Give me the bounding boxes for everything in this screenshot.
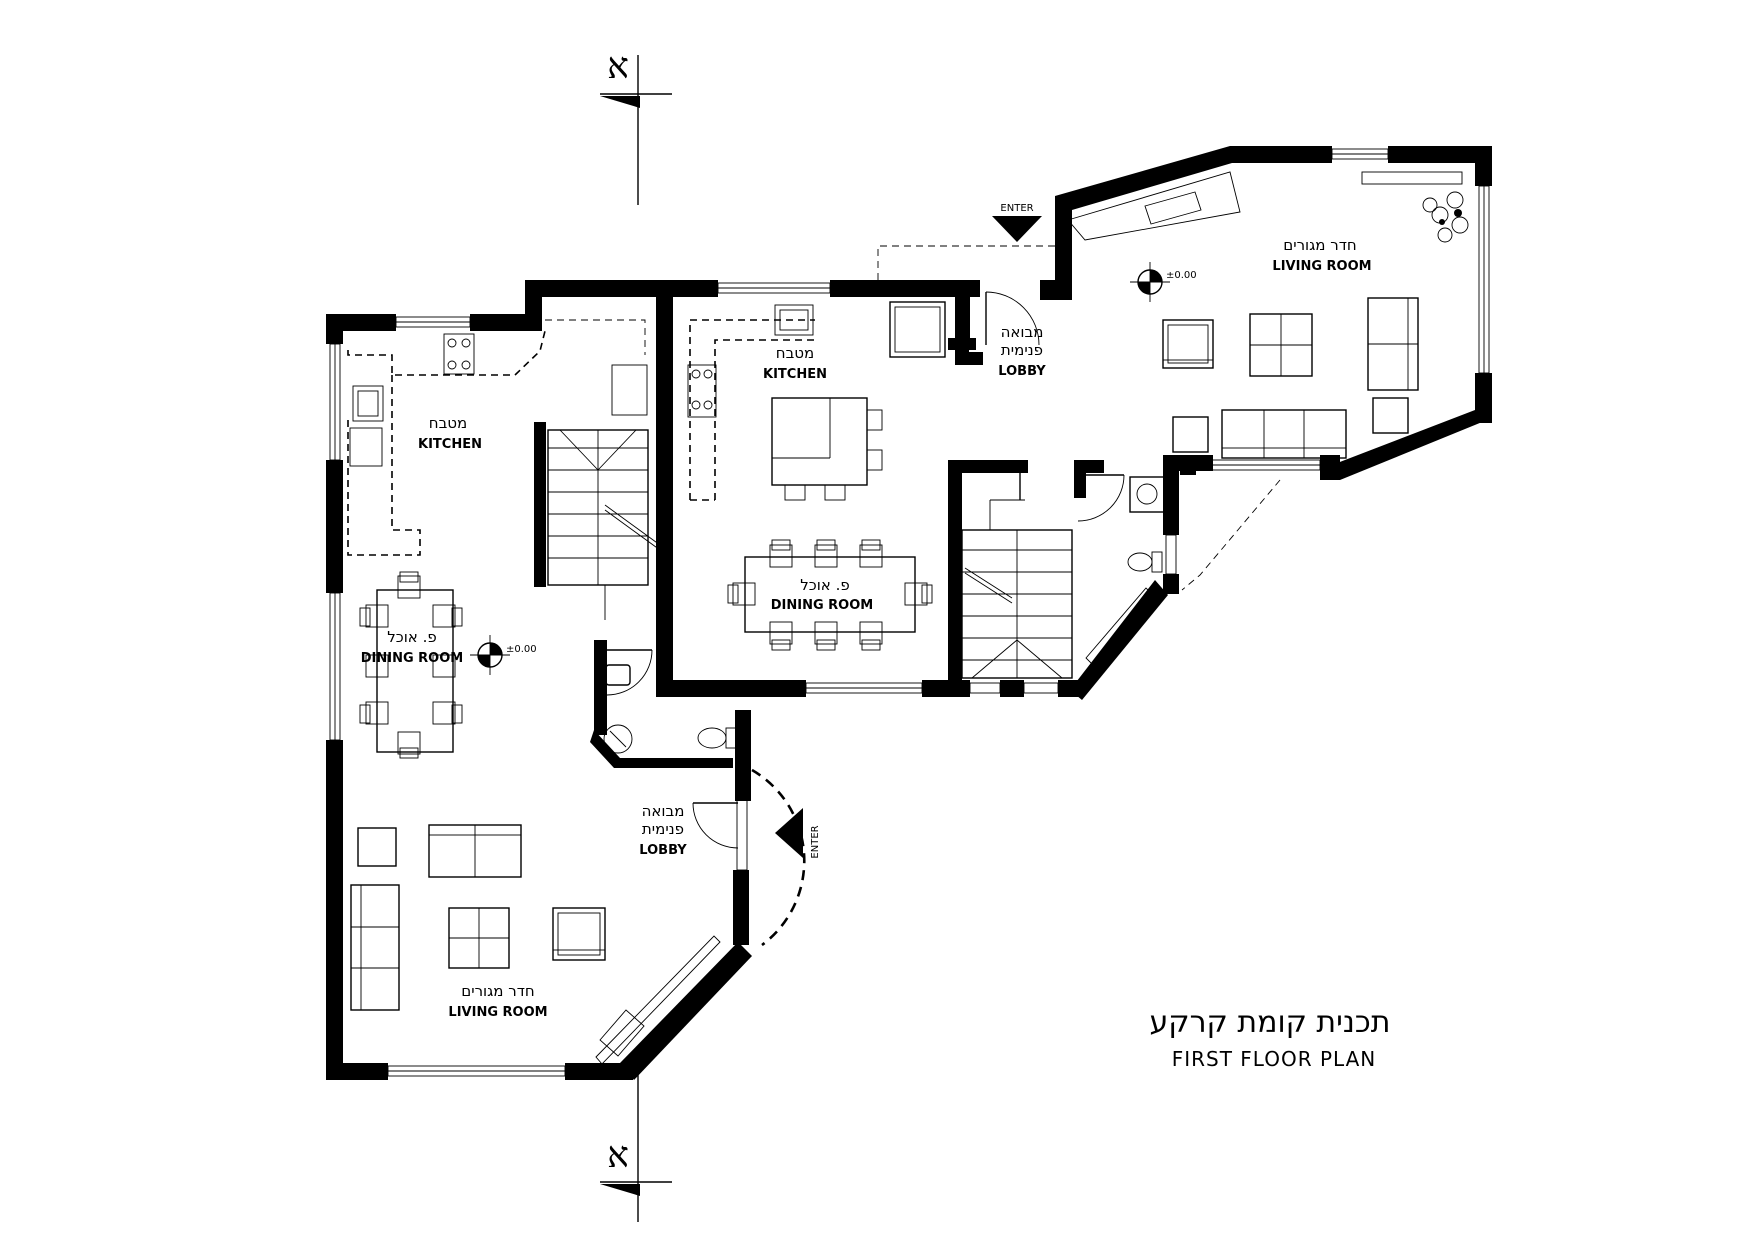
stair-left [547, 429, 661, 620]
walls-left-unit [326, 280, 766, 1080]
sink-left-icon [352, 385, 384, 422]
room-lobby-left-english: LOBBY [639, 843, 687, 858]
living-left-furniture [350, 664, 737, 1057]
room-kitchen-mid-hebrew: מטבח [776, 344, 814, 362]
room-lobby-right-hebrew-2: פנימית [1001, 341, 1043, 359]
section-letter-bottom: א [607, 1135, 629, 1176]
entry-arrow-side: ENTER [775, 808, 821, 859]
washbasin-left-icon [603, 724, 633, 754]
kitchen-mid-counter [687, 300, 983, 501]
section-marker-top: א [600, 46, 672, 205]
entry-arrow-top: ENTER [992, 203, 1042, 242]
cooktop-left-icon [443, 333, 475, 375]
plant-icon [1422, 191, 1469, 243]
level-mark-right: ±0.00 [1130, 262, 1197, 302]
room-kitchen-left-hebrew: מטבח [429, 414, 467, 432]
fridge-left-icon [611, 364, 648, 416]
room-labels: מטבח KITCHEN פ. אוכל DINING ROOM חדר מגו… [361, 236, 1372, 1020]
room-dining-left-hebrew: פ. אוכל [387, 628, 436, 646]
enter-label-side: ENTER [810, 825, 821, 858]
section-marker-bottom: א [600, 1075, 672, 1222]
windows [329, 148, 1490, 1077]
cooktop-mid-icon [687, 364, 717, 418]
level-value-right: ±0.00 [1166, 270, 1197, 281]
dining-table-left [359, 571, 463, 759]
toilet-left-icon [697, 727, 727, 749]
dining-table-mid [727, 539, 933, 651]
enter-label-top: ENTER [1000, 203, 1033, 214]
living-right-furniture [1067, 171, 1469, 459]
title-english: FIRST FLOOR PLAN [1172, 1047, 1377, 1071]
wc-mid-fixtures [1127, 476, 1166, 573]
sink-mid-icon [774, 304, 814, 336]
level-mark-left: ±0.00 [470, 635, 537, 675]
room-dining-mid-hebrew: פ. אוכל [800, 576, 849, 594]
room-living-right-hebrew: חדר מגורים [1283, 236, 1356, 254]
room-dining-mid-english: DINING ROOM [771, 598, 873, 613]
room-kitchen-left-english: KITCHEN [418, 437, 482, 452]
fridge-mid-icon [889, 301, 946, 358]
room-living-left-english: LIVING ROOM [448, 1005, 547, 1020]
room-living-left-hebrew: חדר מגורים [461, 982, 534, 1000]
room-lobby-left-hebrew-2: פנימית [642, 820, 684, 838]
room-lobby-left-hebrew-1: מבואה [642, 802, 685, 820]
toilet-mid-icon [1127, 552, 1153, 572]
room-dining-left-english: DINING ROOM [361, 651, 463, 666]
level-value-left: ±0.00 [506, 644, 537, 655]
room-lobby-right-hebrew-1: מבואה [1001, 323, 1044, 341]
washbasin-mid-icon [1129, 476, 1166, 513]
room-lobby-right-english: LOBBY [998, 364, 1046, 379]
doors [606, 291, 1125, 947]
stair-mid [961, 499, 1073, 679]
room-kitchen-mid-english: KITCHEN [763, 367, 827, 382]
section-letter-top: א [607, 46, 629, 87]
room-living-right-english: LIVING ROOM [1272, 259, 1371, 274]
kitchen-left-counter [347, 319, 648, 556]
title-hebrew: תכנית קומת קרקע [1150, 1005, 1391, 1040]
walls-right-unit [1040, 146, 1492, 480]
drawing-title: תכנית קומת קרקע FIRST FLOOR PLAN [1150, 1005, 1391, 1071]
pergola-outlines [877, 245, 1281, 591]
